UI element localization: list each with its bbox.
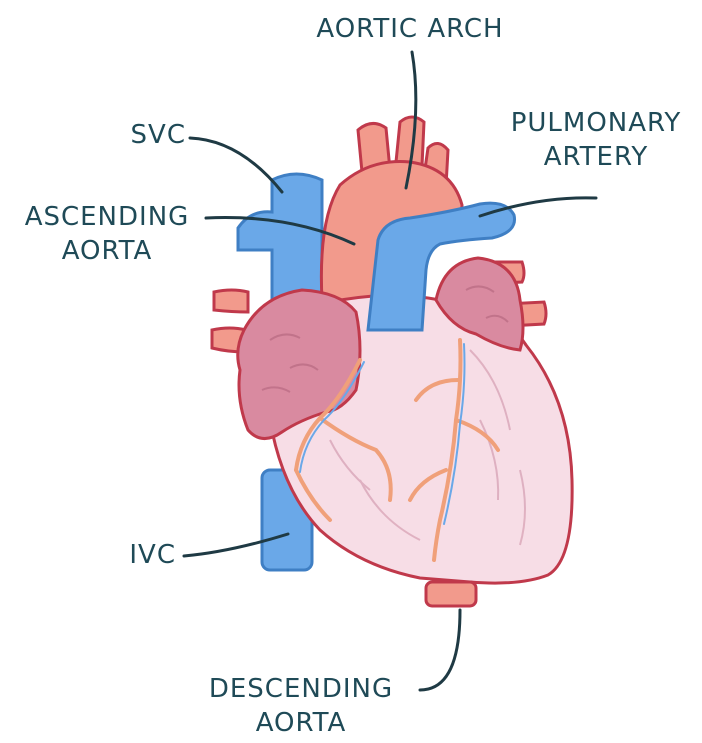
label-pulmonary-artery: PULMONARY ARTERY (498, 106, 694, 174)
leader-svc (190, 138, 282, 192)
label-descending-aorta: DESCENDING AORTA (186, 672, 416, 740)
svc-vessel (238, 174, 322, 300)
label-ascending-aorta: ASCENDING AORTA (12, 200, 202, 268)
descending-aorta-vessel (426, 582, 476, 606)
label-svc: SVC (100, 118, 186, 152)
label-ivc: IVC (90, 538, 176, 572)
label-aortic-arch: AORTIC ARCH (300, 12, 520, 46)
leader-descending-aorta (420, 610, 460, 690)
